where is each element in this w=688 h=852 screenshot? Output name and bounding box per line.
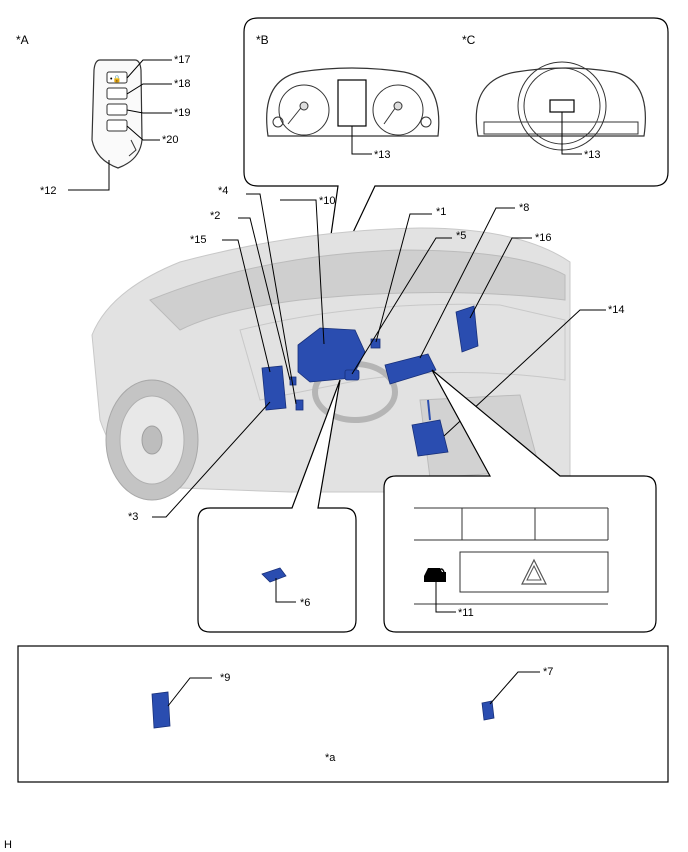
- callout-19: *19: [174, 107, 191, 119]
- callout-18: *18: [174, 78, 191, 90]
- unlock-button: [106, 87, 128, 100]
- detail-box-6: [197, 379, 357, 633]
- part-5: [344, 369, 360, 381]
- bottom-detail-box: [17, 645, 669, 783]
- callout-17: *17: [174, 54, 191, 66]
- vehicle-interior-illustration: [91, 227, 571, 501]
- part-16: [455, 305, 479, 353]
- callout-6: *6: [300, 597, 310, 609]
- callout-9: *9: [220, 672, 230, 684]
- security-indicator-icon: [424, 568, 446, 582]
- callout-4: *4: [218, 185, 228, 197]
- part-14: [411, 419, 449, 457]
- callout-16: *16: [535, 232, 552, 244]
- callout-10: *10: [319, 195, 336, 207]
- callout-11: *11: [458, 607, 474, 619]
- callout-14: *14: [608, 304, 625, 316]
- callout-8: *8: [519, 202, 529, 214]
- part-8: [384, 353, 437, 385]
- trunk-button: [106, 103, 128, 116]
- combination-meter-type-b: [266, 67, 440, 137]
- callout-12: *12: [40, 185, 57, 197]
- part-9: [151, 691, 171, 729]
- part-7: [481, 700, 495, 721]
- figure-id: H: [4, 839, 12, 851]
- view-b-label: *B: [256, 33, 269, 47]
- callout-20: *20: [162, 134, 179, 146]
- callout-1: *1: [436, 206, 446, 218]
- combination-meter-part: [297, 327, 366, 383]
- panic-button: [106, 119, 128, 132]
- callout-3: *3: [128, 511, 138, 523]
- hazard-icon: [521, 558, 547, 585]
- view-a-label: *A: [16, 33, 29, 47]
- callout-13-c: *13: [584, 149, 601, 161]
- svg-text:•🔒: •🔒: [110, 75, 121, 83]
- callout-5: *5: [456, 230, 466, 242]
- view-a-lower-label: *a: [325, 752, 336, 764]
- part-15: [261, 365, 287, 411]
- callout-15: *15: [190, 234, 207, 246]
- callout-7: *7: [543, 666, 553, 678]
- callout-2: *2: [210, 210, 220, 222]
- part-4: [295, 399, 304, 411]
- part-6: [261, 567, 287, 583]
- smart-key: •🔒: [91, 59, 143, 169]
- callout-13-b: *13: [374, 149, 391, 161]
- view-c-label: *C: [462, 33, 476, 47]
